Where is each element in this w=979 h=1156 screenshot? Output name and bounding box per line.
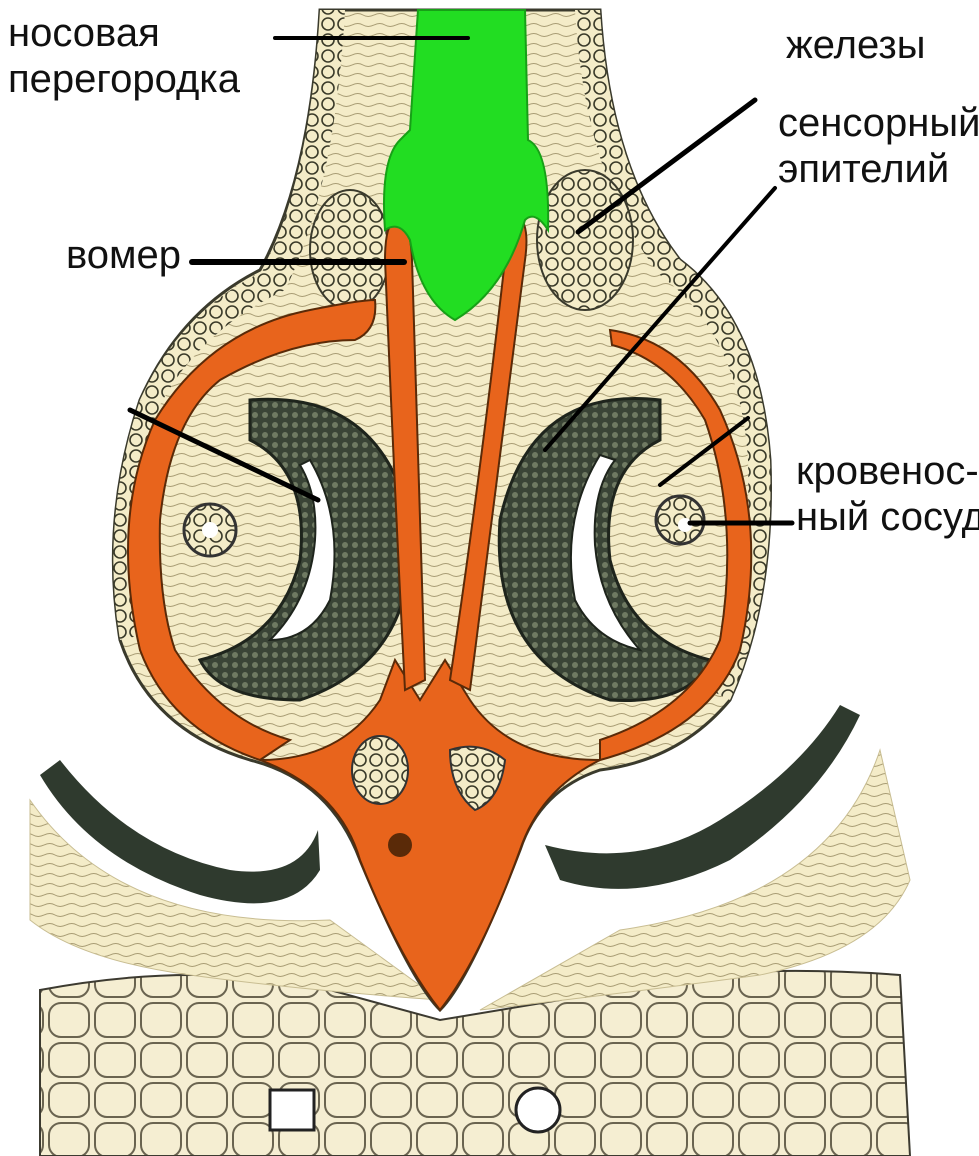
label-sensory-line1: сенсорный (778, 100, 979, 146)
right-blood-vessel (656, 496, 704, 544)
label-nasal-septum-line1: носовая (8, 10, 240, 56)
label-glands: железы (786, 22, 925, 68)
label-vomer: вомер (66, 232, 181, 278)
label-vomer-text: вомер (66, 232, 181, 278)
label-nasal-septum: носовая перегородка (8, 10, 240, 102)
label-sensory-epithelium: сенсорный эпителий (778, 100, 979, 192)
label-sensory-line2: эпителий (778, 146, 979, 192)
label-blood-vessel: кровенос- ный сосуд (796, 448, 979, 540)
label-nasal-septum-line2: перегородка (8, 56, 240, 102)
small-vessel-left (270, 1090, 314, 1130)
small-vessel-right (516, 1088, 560, 1132)
label-vessel-line1: кровенос- (796, 448, 979, 494)
label-vessel-line2: ный сосуд (796, 494, 979, 540)
label-glands-text: железы (786, 22, 925, 68)
